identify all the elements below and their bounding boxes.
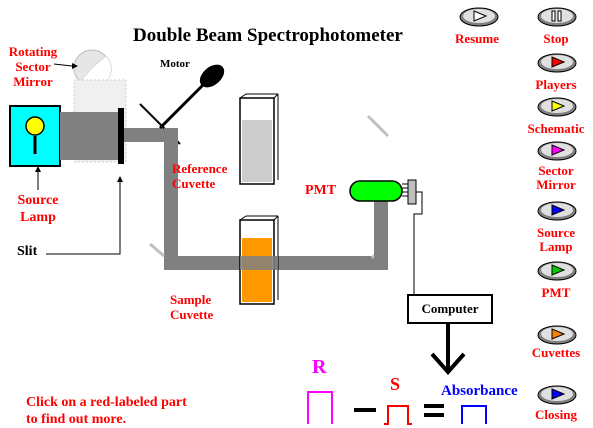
nav-button-sector-mirror[interactable]: Sector Mirror <box>536 140 589 196</box>
beam-lamp-to-slit <box>60 112 122 160</box>
play-icon <box>537 141 577 161</box>
play-icon <box>537 385 577 405</box>
source-lamp-pointer <box>35 166 41 190</box>
sample-cuvette-label[interactable]: Sample Cuvette <box>170 292 214 322</box>
play-icon <box>459 7 499 27</box>
play-icon <box>537 97 577 117</box>
r-label: R <box>312 356 327 378</box>
computer-box: Computer <box>407 294 493 324</box>
slit-label: Slit <box>17 244 38 259</box>
minus-sign <box>354 408 376 412</box>
disc-pointer-arrow <box>53 63 78 69</box>
pause-icon <box>537 7 577 27</box>
slit[interactable] <box>118 108 124 164</box>
nav-button-source-lamp[interactable]: Source Lamp <box>537 200 589 256</box>
nav-button-pmt[interactable]: PMT <box>537 260 589 304</box>
nav-button-closing[interactable]: Closing <box>535 384 589 428</box>
nav-button-cuvettes[interactable]: Cuvettes <box>532 324 589 368</box>
rotating-sector-mirror-label[interactable]: Rotating Sector Mirror <box>8 44 58 89</box>
slit-pointer <box>46 176 123 255</box>
play-icon <box>537 201 577 221</box>
play-icon <box>537 325 577 345</box>
equation-r-signal <box>307 391 333 424</box>
play-icon <box>537 261 577 281</box>
source-lamp-box[interactable] <box>9 105 61 167</box>
instructions-text: Click on a red-labeled part to find out … <box>26 395 187 427</box>
beam-slit-to-mirror <box>124 128 164 142</box>
pmt-computer-wire <box>413 191 423 296</box>
equation-absorbance-signal <box>461 405 487 424</box>
beam-vertical-left <box>164 128 178 270</box>
beam-vertical-right <box>374 184 388 270</box>
nav-button-players[interactable]: Players <box>535 52 589 92</box>
nav-button-resume[interactable]: Resume <box>455 6 519 50</box>
computer-output-arrow <box>430 324 466 376</box>
pmt-label[interactable]: PMT <box>305 183 337 198</box>
page-title: Double Beam Spectrophotometer <box>133 25 403 46</box>
motor[interactable] <box>158 60 229 130</box>
beam-through-sample <box>240 256 278 270</box>
equation-s-signal <box>384 405 412 425</box>
equals-sign-bottom <box>424 413 444 417</box>
equals-sign-top <box>424 404 444 408</box>
play-icon <box>537 53 577 73</box>
reference-cuvette[interactable] <box>239 93 279 185</box>
pmt[interactable] <box>349 179 417 205</box>
s-label: S <box>390 374 401 394</box>
nav-button-stop[interactable]: Stop <box>537 6 589 50</box>
source-lamp-label[interactable]: Source Lamp <box>17 193 59 225</box>
corner-mirror-left <box>149 242 165 258</box>
absorbance-label: Absorbance <box>441 383 518 399</box>
motor-label: Motor <box>160 58 190 70</box>
reference-mirror <box>366 114 390 138</box>
nav-button-schematic[interactable]: Schematic <box>527 96 589 136</box>
reference-cuvette-label[interactable]: Reference Cuvette <box>172 161 228 191</box>
